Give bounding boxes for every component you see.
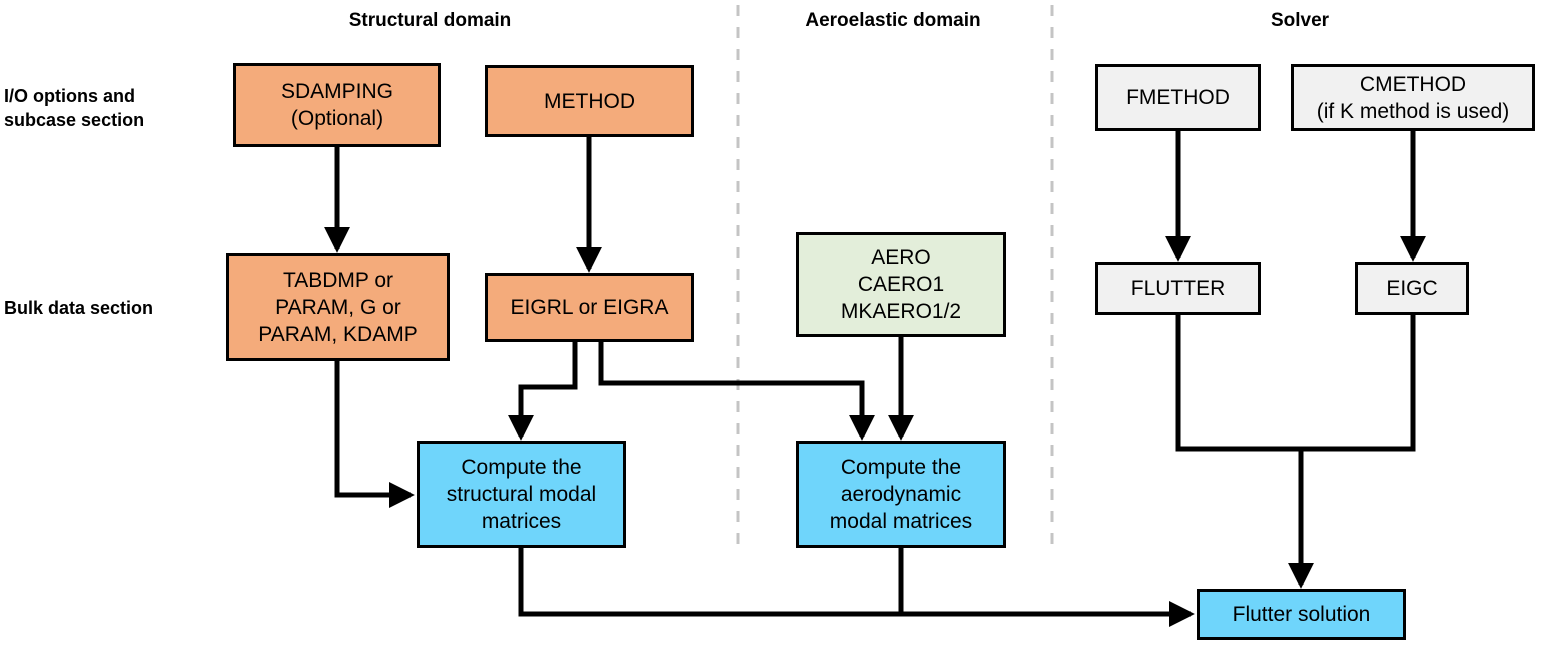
edge-flutter-eigc-join	[1175, 315, 1416, 452]
edge-structural-solution	[518, 548, 1195, 627]
node-flutter-solution[interactable]: Flutter solution	[1197, 589, 1406, 640]
edge-tabdmp-structural	[334, 361, 415, 508]
node-eigc[interactable]: EIGC	[1355, 262, 1469, 315]
edge-connectors	[324, 131, 1426, 627]
node-tabdmp[interactable]: TABDMP or PARAM, G or PARAM, KDAMP	[226, 253, 450, 361]
node-cmethod[interactable]: CMETHOD (if K method is used)	[1291, 64, 1535, 131]
column-title-aeroelastic: Aeroelastic domain	[805, 10, 981, 31]
edge-eigrl-structural	[508, 342, 578, 441]
row-label-bulk-data: Bulk data section	[4, 298, 154, 318]
row-label-io-options: I/O options and subcase section	[4, 86, 145, 130]
node-flutter[interactable]: FLUTTER	[1095, 262, 1261, 315]
node-fmethod[interactable]: FMETHOD	[1095, 64, 1261, 131]
node-compute-structural[interactable]: Compute the structural modal matrices	[417, 441, 626, 548]
column-title-solver: Solver	[1270, 10, 1330, 31]
edge-eigrl-aerodynamic	[598, 342, 875, 441]
node-compute-aerodynamic[interactable]: Compute the aerodynamic modal matrices	[796, 441, 1006, 548]
node-method[interactable]: METHOD	[485, 65, 694, 137]
node-aero[interactable]: AERO CAERO1 MKAERO1/2	[796, 232, 1006, 337]
node-eigrl[interactable]: EIGRL or EIGRA	[485, 273, 694, 342]
node-sdamping[interactable]: SDAMPING (Optional)	[233, 63, 441, 147]
column-title-structural: Structural domain	[348, 10, 512, 31]
domain-dividers	[736, 5, 1054, 550]
